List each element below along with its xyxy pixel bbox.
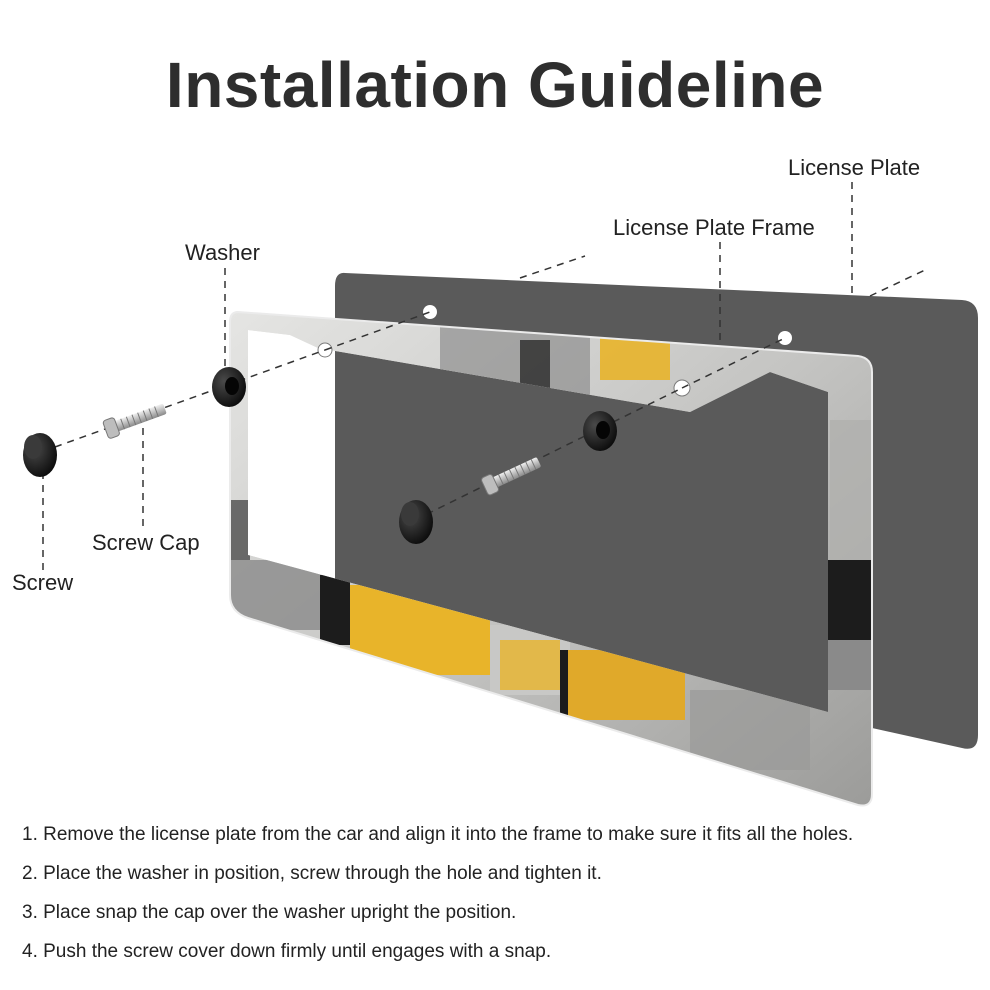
- label-screw: Screw: [12, 570, 74, 595]
- screw-cap-right: [399, 500, 433, 544]
- screw-cap-left: [23, 433, 57, 477]
- page-title: Installation Guideline: [165, 49, 825, 121]
- assembly-guide-lines: [42, 182, 926, 570]
- step-4: 4. Push the screw cover down firmly unti…: [22, 941, 552, 962]
- washer-left: [212, 367, 246, 407]
- screw-left: [102, 403, 167, 439]
- step-2: 2. Place the washer in position, screw t…: [22, 863, 602, 884]
- plate-hole-right: [778, 331, 792, 345]
- installation-steps: 1. Remove the license plate from the car…: [22, 820, 982, 976]
- screw-right: [481, 457, 541, 496]
- label-license-plate-frame: License Plate Frame: [613, 215, 815, 240]
- step-1: 1. Remove the license plate from the car…: [22, 824, 854, 845]
- plate-hole-left: [423, 305, 437, 319]
- label-screw-cap: Screw Cap: [92, 530, 200, 555]
- label-license-plate: License Plate: [788, 155, 921, 180]
- step-3: 3. Place snap the cap over the washer up…: [22, 902, 517, 923]
- washer-right: [583, 411, 617, 451]
- label-washer: Washer: [185, 240, 260, 265]
